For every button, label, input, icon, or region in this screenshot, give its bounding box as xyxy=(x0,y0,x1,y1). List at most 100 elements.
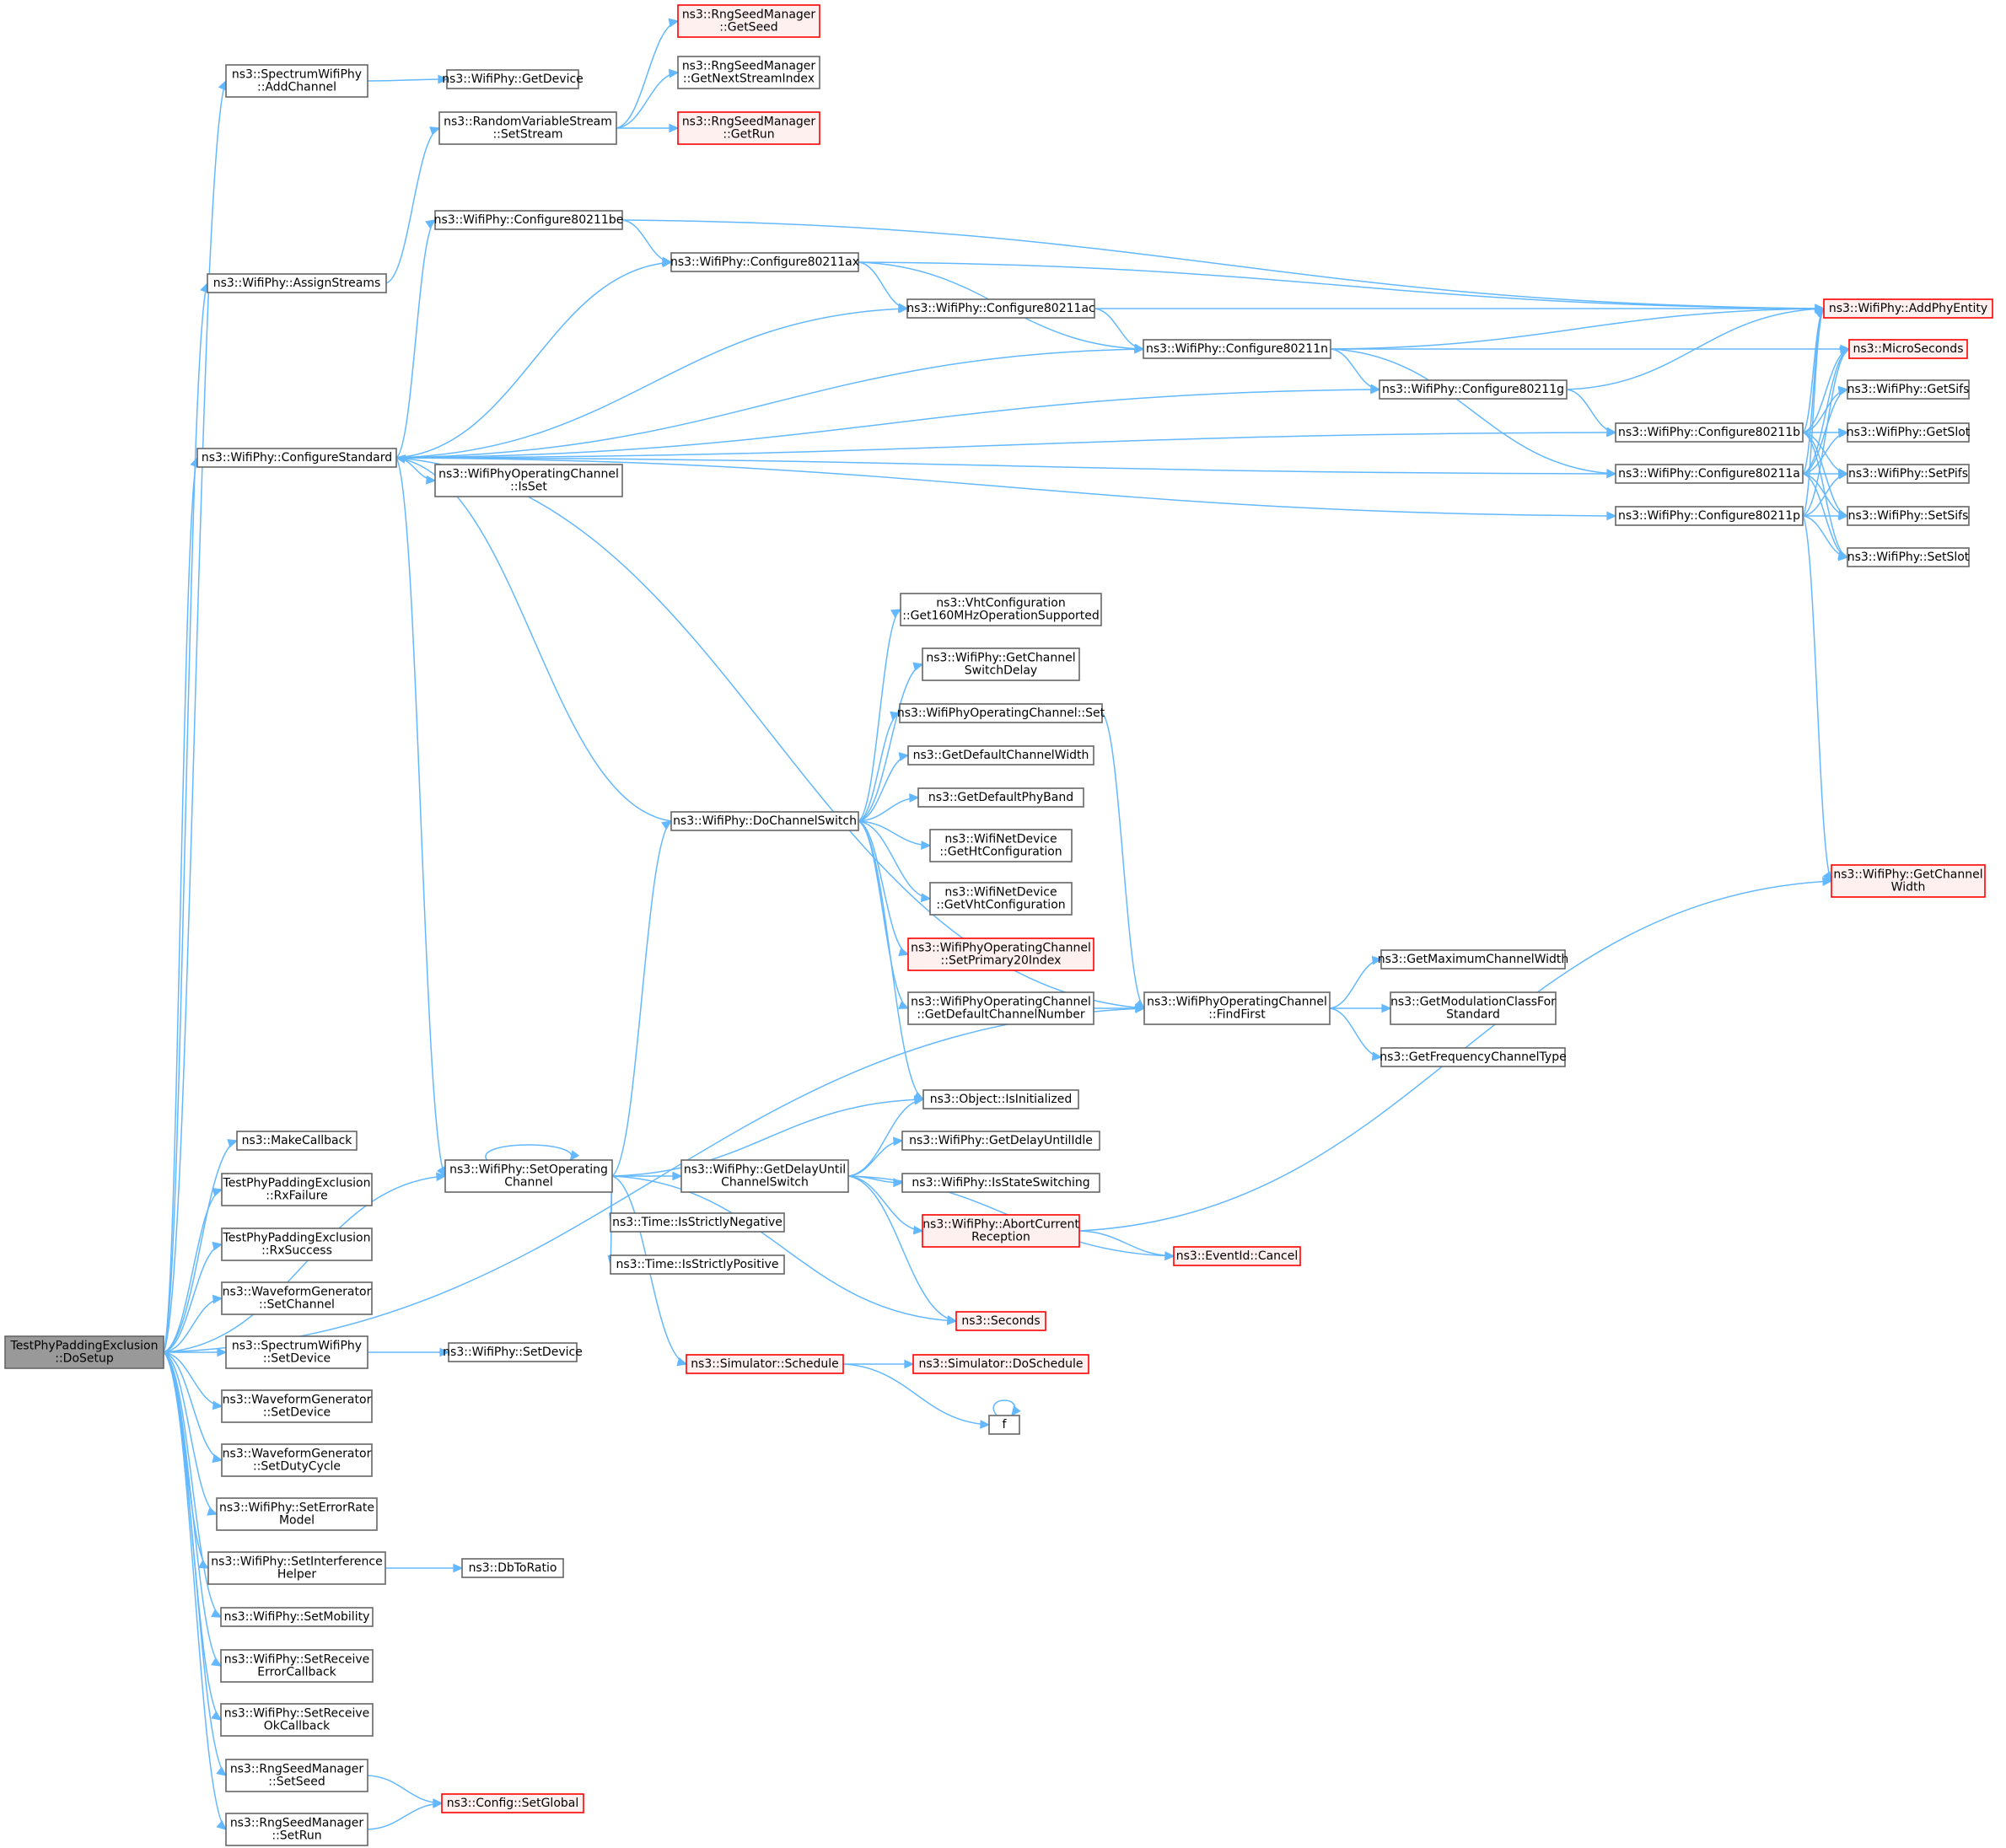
call-edge xyxy=(395,258,673,459)
node-setsifs[interactable]: ns3::WifiPhy::SetSifs xyxy=(1847,506,1970,526)
node-eventcancel[interactable]: ns3::EventId::Cancel xyxy=(1173,1246,1301,1266)
node-c80211n[interactable]: ns3::WifiPhy::Configure80211n xyxy=(1143,339,1331,359)
arrow-head xyxy=(898,947,910,957)
edge-line xyxy=(1330,308,1825,350)
node-label: ns3::RngSeedManager xyxy=(682,8,816,22)
node-getdefchnum[interactable]: ns3::WifiPhyOperatingChannel::GetDefault… xyxy=(907,991,1094,1025)
node-getsifs[interactable]: ns3::WifiPhy::GetSifs xyxy=(1847,379,1970,400)
node-rxsuccess[interactable]: TestPhyPaddingExclusion::RxSuccess xyxy=(221,1228,373,1261)
node-addchannel[interactable]: ns3::SpectrumWifiPhy::AddChannel xyxy=(225,64,368,98)
edge-line xyxy=(163,1351,223,1461)
edge-line xyxy=(611,1099,924,1177)
node-label: ns3::WifiPhy::IsStateSwitching xyxy=(912,1176,1089,1190)
node-dosetup[interactable]: TestPhyPaddingExclusion::DoSetup xyxy=(4,1335,164,1369)
node-wgsetduty[interactable]: ns3::WaveformGenerator::SetDutyCycle xyxy=(221,1443,373,1477)
node-wgsetdevice[interactable]: ns3::WaveformGenerator::SetDevice xyxy=(221,1389,373,1423)
node-isstrictlyneg[interactable]: ns3::Time::IsStrictlyNegative xyxy=(610,1212,785,1233)
node-dochannelswitch[interactable]: ns3::WifiPhy::DoChannelSwitch xyxy=(670,811,859,831)
node-box xyxy=(1615,506,1804,526)
node-getseed[interactable]: ns3::RngSeedManager::GetSeed xyxy=(677,4,820,38)
node-isstateswitching[interactable]: ns3::WifiPhy::IsStateSwitching xyxy=(901,1173,1100,1193)
node-dbtoratio[interactable]: ns3::DbToRatio xyxy=(461,1558,564,1578)
edge-line xyxy=(395,457,1145,1009)
node-rngsetrun[interactable]: ns3::RngSeedManager::SetRun xyxy=(225,1813,368,1846)
node-c80211ax[interactable]: ns3::WifiPhy::Configure80211ax xyxy=(670,252,859,272)
edge-line xyxy=(858,609,901,822)
arrow-head xyxy=(217,1347,228,1357)
node-makecallback[interactable]: ns3::MakeCallback xyxy=(236,1131,358,1151)
edge-line xyxy=(611,820,672,1177)
node-c80211be[interactable]: ns3::WifiPhy::Configure80211be xyxy=(434,210,624,230)
node-label: ns3::WifiPhy::GetSifs xyxy=(1847,383,1970,396)
node-getfreqtype[interactable]: ns3::GetFrequencyChannelType xyxy=(1379,1047,1567,1067)
node-isstrictlypos[interactable]: ns3::Time::IsStrictlyPositive xyxy=(610,1254,785,1275)
node-findfirst[interactable]: ns3::WifiPhyOperatingChannel::FindFirst xyxy=(1143,991,1331,1025)
node-getht[interactable]: ns3::WifiNetDevice::GetHtConfiguration xyxy=(929,829,1073,862)
node-getslot[interactable]: ns3::WifiPhy::GetSlot xyxy=(1847,422,1971,443)
node-c80211b[interactable]: ns3::WifiPhy::Configure80211b xyxy=(1615,422,1804,443)
node-isset[interactable]: ns3::WifiPhyOperatingChannel::IsSet xyxy=(434,464,623,497)
node-getdefcw[interactable]: ns3::GetDefaultChannelWidth xyxy=(907,745,1094,766)
node-get160[interactable]: ns3::VhtConfiguration::Get160MHzOperatio… xyxy=(900,593,1102,626)
node-isinitialized[interactable]: ns3::Object::IsInitialized xyxy=(922,1089,1079,1109)
node-setstream[interactable]: ns3::RandomVariableStream::SetStream xyxy=(438,111,617,145)
node-rngsetseed[interactable]: ns3::RngSeedManager::SetSeed xyxy=(225,1759,368,1792)
node-box xyxy=(221,1389,373,1423)
call-edge xyxy=(395,454,672,822)
node-c80211g[interactable]: ns3::WifiPhy::Configure80211g xyxy=(1379,379,1568,400)
node-configurestandard[interactable]: ns3::WifiPhy::ConfigureStandard xyxy=(196,448,397,468)
node-swpsetdevice[interactable]: ns3::SpectrumWifiPhy::SetDevice xyxy=(225,1335,368,1369)
node-setprimary20[interactable]: ns3::WifiPhyOperatingChannel::SetPrimary… xyxy=(907,937,1094,971)
node-getnextstream[interactable]: ns3::RngSeedManager::GetNextStreamIndex xyxy=(677,56,820,89)
node-c80211a[interactable]: ns3::WifiPhy::Configure80211a xyxy=(1615,464,1804,484)
node-label: ns3::VhtConfiguration xyxy=(936,597,1065,610)
call-edge xyxy=(163,1351,223,1464)
node-getmaxcw[interactable]: ns3::GetMaximumChannelWidth xyxy=(1378,949,1569,970)
node-box xyxy=(448,1342,578,1362)
node-rxfailure[interactable]: TestPhyPaddingExclusion::RxFailure xyxy=(221,1173,373,1206)
node-wgsetchannel[interactable]: ns3::WaveformGenerator::SetChannel xyxy=(221,1281,373,1315)
node-opchset[interactable]: ns3::WifiPhyOperatingChannel::Set xyxy=(897,703,1105,723)
node-label: ns3::WifiNetDevice xyxy=(944,833,1057,846)
node-f[interactable]: f xyxy=(988,1415,1020,1435)
node-addphyentity[interactable]: ns3::WifiPhy::AddPhyEntity xyxy=(1823,298,1993,319)
node-box xyxy=(680,1159,849,1193)
edge-line xyxy=(395,457,672,822)
node-assignstreams[interactable]: ns3::WifiPhy::AssignStreams xyxy=(207,273,387,293)
node-seconds[interactable]: ns3::Seconds xyxy=(955,1311,1046,1331)
edge-line xyxy=(163,1351,218,1515)
arrow-head xyxy=(439,1347,450,1357)
node-getvht[interactable]: ns3::WifiNetDevice::GetVhtConfiguration xyxy=(929,882,1073,916)
node-c80211p[interactable]: ns3::WifiPhy::Configure80211p xyxy=(1615,506,1804,526)
node-doschedule[interactable]: ns3::Simulator::DoSchedule xyxy=(912,1354,1089,1374)
node-setglobal[interactable]: ns3::Config::SetGlobal xyxy=(441,1793,584,1813)
node-getdelayuntilidle[interactable]: ns3::WifiPhy::GetDelayUntilIdle xyxy=(901,1131,1100,1151)
node-getrun[interactable]: ns3::RngSeedManager::GetRun xyxy=(677,111,820,145)
node-setpifs[interactable]: ns3::WifiPhy::SetPifs xyxy=(1847,464,1970,484)
node-setmobility[interactable]: ns3::WifiPhy::SetMobility xyxy=(220,1607,374,1627)
node-setslot[interactable]: ns3::WifiPhy::SetSlot xyxy=(1847,547,1970,567)
node-schedule[interactable]: ns3::Simulator::Schedule xyxy=(686,1354,844,1374)
node-getdefband[interactable]: ns3::GetDefaultPhyBand xyxy=(917,787,1084,808)
node-box xyxy=(236,1131,358,1151)
node-box xyxy=(907,937,1094,971)
call-edge xyxy=(395,344,1145,459)
node-c80211ac[interactable]: ns3::WifiPhy::Configure80211ac xyxy=(906,298,1095,319)
node-microseconds[interactable]: ns3::MicroSeconds xyxy=(1848,339,1968,359)
node-wpsetdevice[interactable]: ns3::WifiPhy::SetDevice xyxy=(443,1342,583,1362)
node-box xyxy=(1831,864,1986,898)
node-label: ns3::WifiNetDevice xyxy=(944,886,1057,900)
arrow-head xyxy=(920,893,932,903)
node-getdevice[interactable]: ns3::WifiPhy::GetDevice xyxy=(442,69,584,89)
call-edge xyxy=(858,820,932,903)
